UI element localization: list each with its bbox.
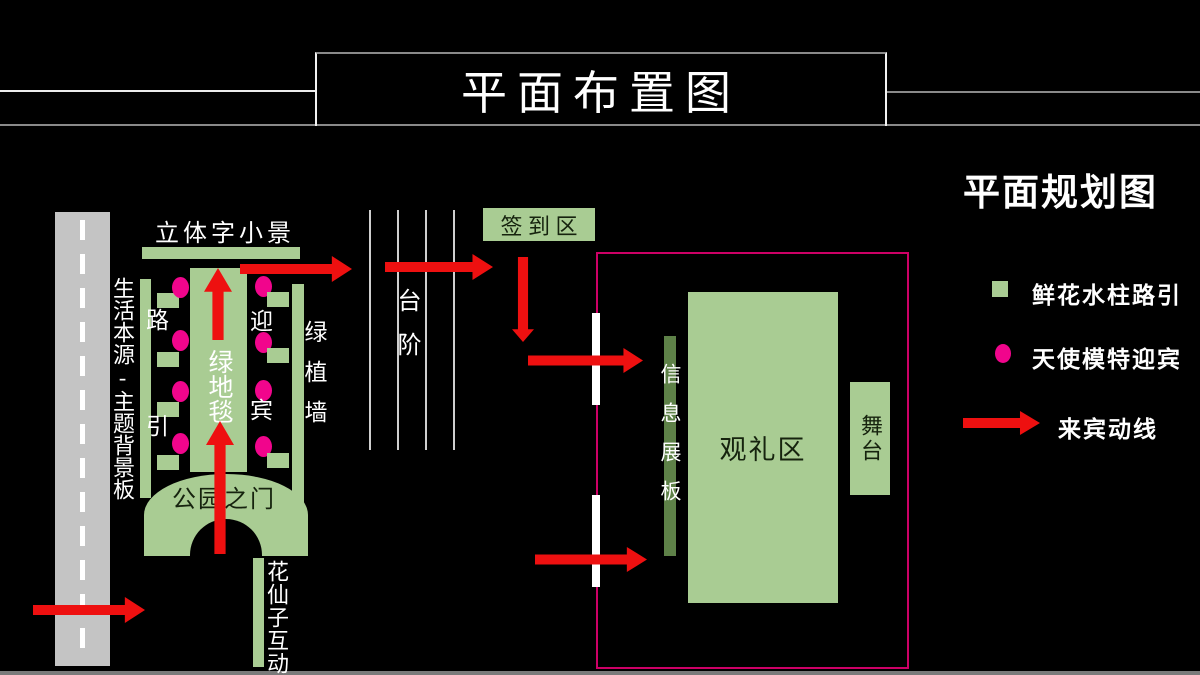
step-line-icon xyxy=(425,210,427,450)
guest-flow-arrow-entry-lower-icon xyxy=(535,547,647,572)
guest-flow-arrow-down-icon xyxy=(512,257,534,342)
flower-pillar-icon xyxy=(267,348,289,363)
ceremony-area: 观礼区 xyxy=(688,292,838,603)
title-box: 平面布置图 xyxy=(315,52,887,126)
flower-pillar-icon xyxy=(267,292,289,307)
legend-guest-route-arrow-icon xyxy=(963,411,1040,435)
sign-in-box: 签 到 区 xyxy=(483,208,595,241)
sign-in-label: 签 到 区 xyxy=(500,213,578,239)
welcome-bottom-char: 宾 xyxy=(250,398,273,423)
legend-guest-route-label: 来宾动线 xyxy=(1058,416,1158,442)
legend-flower-pillar-icon xyxy=(992,281,1008,297)
header-rule-right xyxy=(885,91,1200,93)
background-board-bar xyxy=(140,279,151,498)
ceremony-area-label: 观礼区 xyxy=(719,435,807,465)
green-wall-label: 绿植墙 xyxy=(301,320,326,440)
legend-angel-dot-icon xyxy=(995,344,1011,363)
page-title: 平面布置图 xyxy=(461,68,741,119)
guest-flow-arrow-steps-icon xyxy=(385,254,493,280)
welcome-top-char: 迎 xyxy=(250,309,273,334)
road-center-dashes-icon xyxy=(80,220,85,658)
scene-sign-label: 立体字小景 xyxy=(155,221,295,247)
ceremony-compound-boundary xyxy=(596,252,909,669)
legend-flower-pillar-label: 鲜花水柱路引 xyxy=(1032,282,1182,308)
guest-flow-arrow-entry-upper-icon xyxy=(528,348,643,373)
angel-dot-icon xyxy=(172,381,189,402)
header-rule-bottom xyxy=(0,124,1200,126)
info-board-label: 信息展板 xyxy=(658,363,682,519)
flower-pillar-icon xyxy=(157,402,179,417)
angel-dot-icon xyxy=(172,330,189,351)
angel-dot-icon xyxy=(255,332,272,353)
flower-pillar-icon xyxy=(157,352,179,367)
steps-label: 台阶 xyxy=(393,288,419,376)
green-carpet-label: 绿地毯 xyxy=(205,349,232,424)
green-wall-bar xyxy=(292,284,304,503)
step-line-icon xyxy=(397,210,399,450)
info-board-bar xyxy=(664,336,676,556)
step-line-icon xyxy=(369,210,371,450)
plan-heading: 平面规划图 xyxy=(963,172,1158,213)
road-guide-bottom-char: 引 xyxy=(146,414,169,439)
background-board-label: 生活本源-主题背景板 xyxy=(110,277,135,500)
angel-dot-icon xyxy=(255,276,272,297)
stage-label: 舞台 xyxy=(858,413,883,464)
flower-pillar-icon xyxy=(267,453,289,468)
angel-dot-icon xyxy=(172,433,189,454)
flower-fairy-bar xyxy=(253,558,264,667)
legend-angel-model-label: 天使模特迎宾 xyxy=(1032,346,1182,372)
step-line-icon xyxy=(453,210,455,450)
header-rule-left xyxy=(0,90,315,92)
road-guide-top-char: 路 xyxy=(146,308,169,333)
flower-fairy-label: 花仙子互动 xyxy=(264,560,289,675)
entrance-gap-lower xyxy=(592,495,600,587)
road xyxy=(55,212,110,666)
flower-pillar-icon xyxy=(157,293,179,308)
angel-dot-icon xyxy=(255,380,272,401)
stage-area: 舞台 xyxy=(850,382,890,495)
footer-rule xyxy=(0,671,1200,675)
angel-dot-icon xyxy=(172,277,189,298)
scene-sign-bar xyxy=(142,247,300,259)
flower-pillar-icon xyxy=(157,455,179,470)
angel-dot-icon xyxy=(255,436,272,457)
